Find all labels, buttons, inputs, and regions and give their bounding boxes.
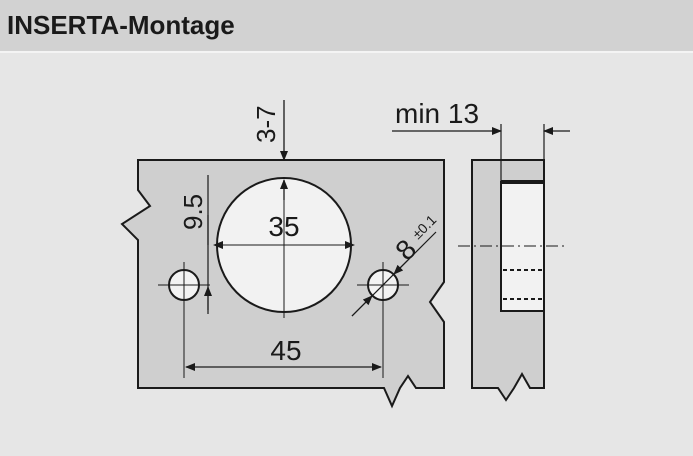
dim-dowel-spacing-label: 45 [270, 335, 301, 366]
dim-dowel-arrow-2 [393, 257, 411, 275]
page-title: INSERTA-Montage [7, 10, 235, 40]
side-cup-insert [500, 181, 545, 312]
dim-cup-diameter-label: 35 [268, 211, 299, 242]
header-bar: INSERTA-Montage [0, 0, 693, 53]
dim-min [392, 124, 570, 182]
dim-dowel-arrow [351, 295, 373, 317]
centerlines [158, 182, 409, 378]
mounting-diagram: 3-7 9.5 35 8 ±0.1 45 min 13 [120, 98, 570, 409]
drawing-area: 3-7 9.5 35 8 ±0.1 45 min 13 [0, 55, 693, 451]
dim-min-label: min 13 [395, 98, 479, 129]
dim-cup-depth-label: 3-7 [251, 105, 281, 143]
dim-edge-distance-label: 9.5 [178, 194, 208, 230]
